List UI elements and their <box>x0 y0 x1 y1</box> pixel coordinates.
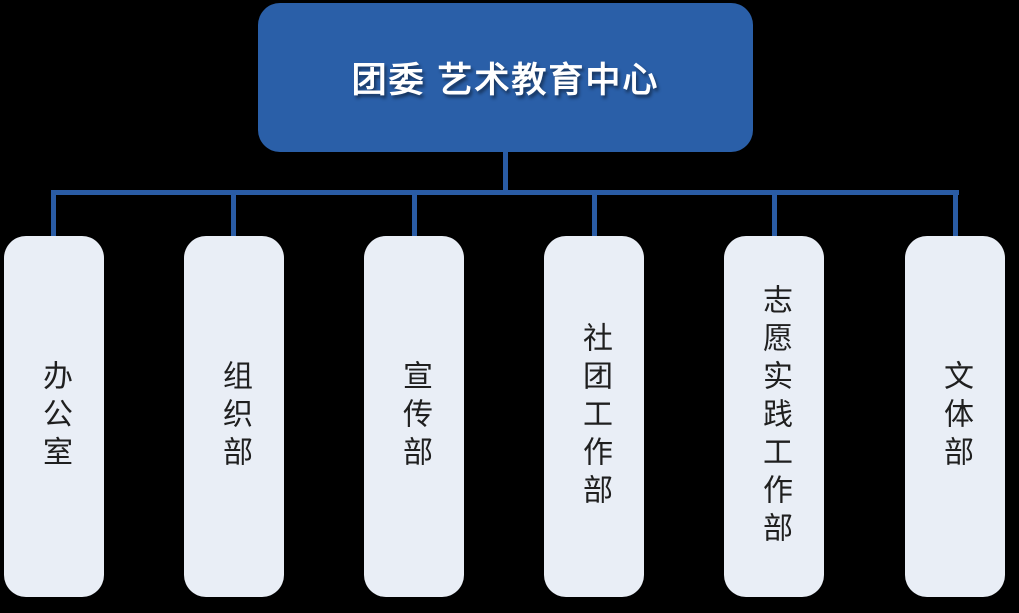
child-node-zuzhibu: 组织部 <box>184 236 284 597</box>
root-node: 团委 艺术教育中心 <box>258 3 753 152</box>
child-node-label: 文体部 <box>939 359 972 474</box>
connector-horizontal-bus <box>54 190 959 195</box>
child-node-xuanchuanbu: 宣传部 <box>364 236 464 597</box>
child-node-label: 宣传部 <box>398 359 431 474</box>
connector-stub-zuzhibu <box>231 190 236 237</box>
child-node-label: 志愿实践工作部 <box>758 283 791 550</box>
connector-stub-zhiyuan <box>772 190 777 237</box>
child-node-label: 组织部 <box>218 359 251 474</box>
connector-stub-bangongshi <box>51 190 56 237</box>
child-node-shetuan-gongzuobu: 社团工作部 <box>544 236 644 597</box>
child-node-label: 办公室 <box>38 359 71 474</box>
connector-stub-wentibu <box>953 190 958 237</box>
root-node-label: 团委 艺术教育中心 <box>351 61 660 100</box>
connector-root-stub <box>503 152 508 192</box>
child-node-zhiyuan-shijian-gongzuobu: 志愿实践工作部 <box>724 236 824 597</box>
child-node-wentibu: 文体部 <box>905 236 1005 597</box>
child-node-bangongshi: 办公室 <box>4 236 104 597</box>
connector-stub-shetuan <box>592 190 597 237</box>
connector-stub-xuanchuanbu <box>412 190 417 237</box>
child-node-label: 社团工作部 <box>578 321 611 512</box>
